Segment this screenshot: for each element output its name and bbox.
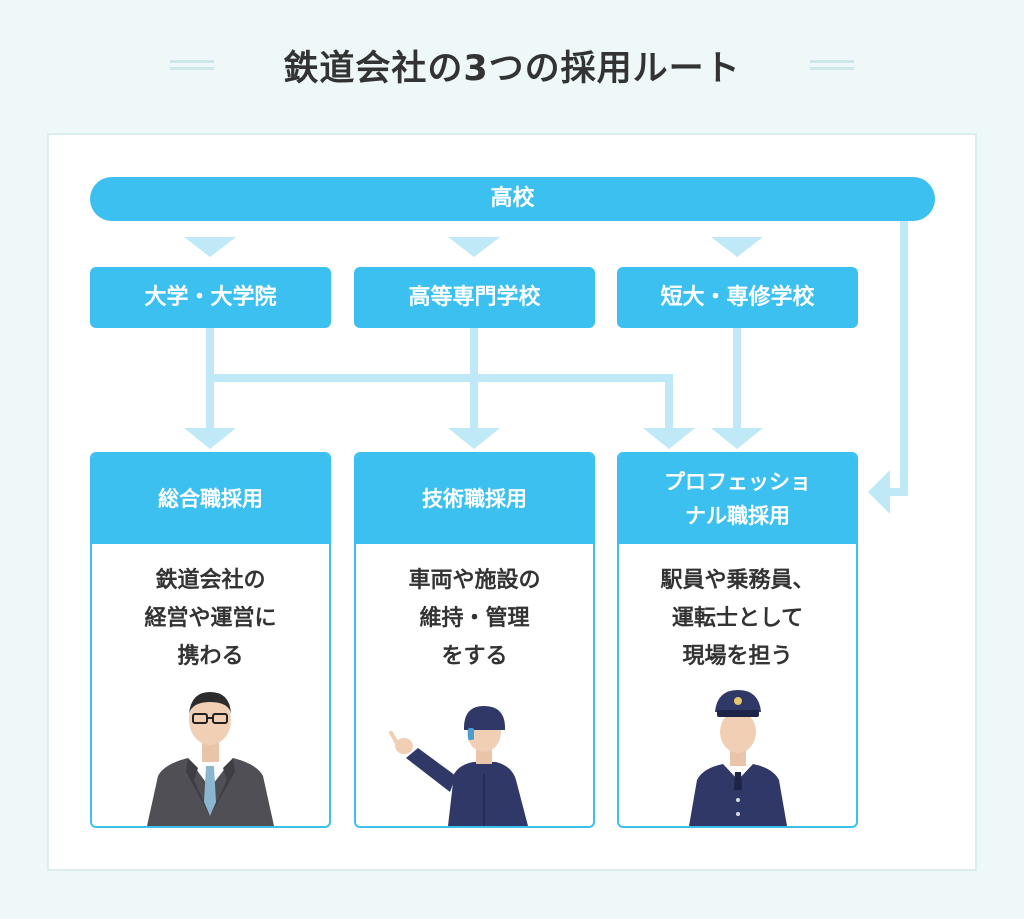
technician-figure	[389, 706, 528, 826]
university-node: 大学・大学院	[90, 267, 331, 328]
junior-college-node: 短大・専修学校	[617, 267, 858, 328]
connector-line	[888, 215, 908, 496]
arrow-down-icon	[643, 428, 695, 449]
businessman-figure	[147, 692, 274, 826]
arrow-down-icon	[711, 428, 763, 449]
title-decoration-left	[170, 60, 214, 70]
card-description: 車両や施設の 維持・管理 をする	[408, 568, 541, 669]
card-description: 鉄道会社の 経営や運営に 携わる	[144, 568, 277, 669]
general-career-card: 総合職採用 鉄道会社の 経営や運営に 携わる	[90, 452, 331, 828]
card-heading: プロフェッショ ナル職採用	[619, 454, 856, 544]
arrow-down-icon	[711, 237, 763, 257]
station-staff-figure	[689, 690, 787, 826]
arrow-down-icon	[184, 428, 236, 449]
technical-college-node: 高等専門学校	[354, 267, 595, 328]
technical-career-card: 技術職採用 車両や施設の 維持・管理 をする	[354, 452, 595, 828]
arrow-down-icon	[184, 237, 236, 257]
page-title: 鉄道会社の3つの採用ルート	[283, 49, 741, 89]
card-heading: 総合職採用	[92, 454, 329, 544]
card-description: 駅員や乗務員、 運転士として 現場を担う	[660, 568, 815, 669]
high-school-node: 高校	[90, 177, 935, 221]
arrow-down-icon	[448, 428, 500, 449]
card-heading: 技術職採用	[356, 454, 593, 544]
title-decoration-right	[810, 60, 854, 70]
professional-career-card: プロフェッショ ナル職採用 駅員や乗務員、 運転士として 現場を担う	[617, 452, 858, 828]
connector-line	[210, 374, 673, 428]
arrow-left-icon	[868, 470, 890, 514]
arrow-down-icon	[448, 237, 500, 257]
